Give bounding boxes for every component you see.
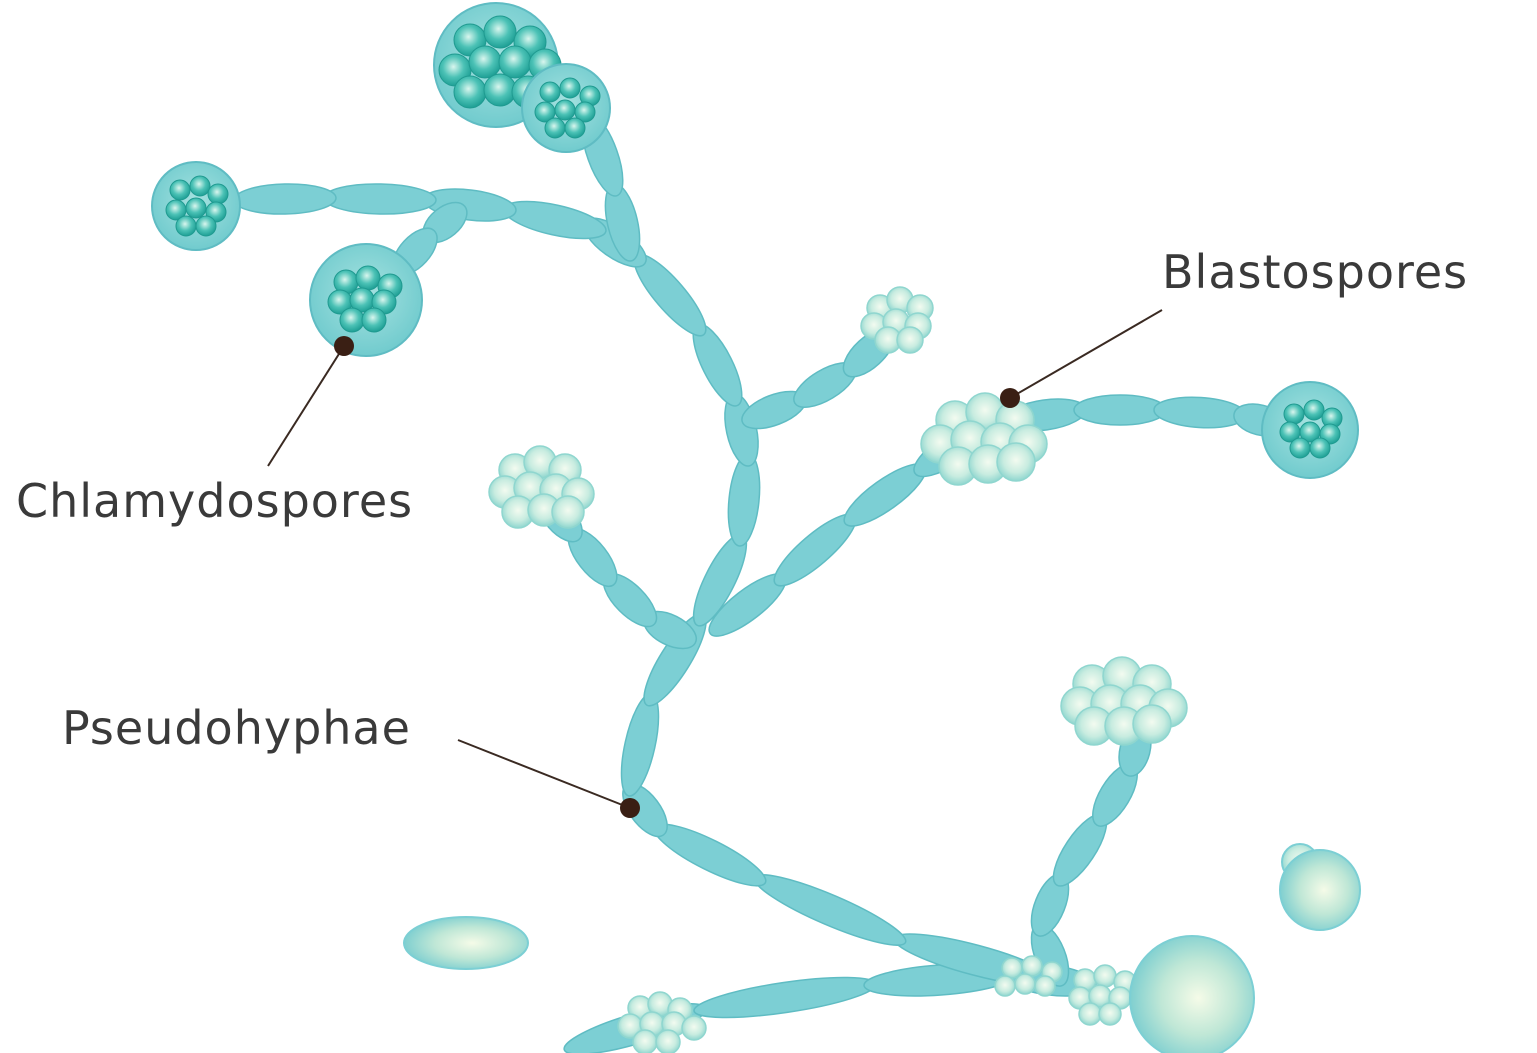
blastospores-pointer-line bbox=[1010, 310, 1162, 398]
blastospore-cell bbox=[552, 496, 584, 528]
chlamydospore-inner-body bbox=[560, 78, 580, 98]
blastospore-cell bbox=[1099, 1003, 1121, 1025]
hypha-segment bbox=[692, 969, 878, 1025]
chlamydospore-inner-body bbox=[356, 266, 380, 290]
chlamydospore-inner-body bbox=[1310, 438, 1330, 458]
blastospore-cell bbox=[656, 1030, 680, 1053]
chlamydospore-inner-body bbox=[484, 16, 516, 48]
blastospores-pointer-dot bbox=[1000, 388, 1020, 408]
chlamydospore bbox=[310, 244, 422, 356]
blastospore-cell bbox=[897, 327, 923, 353]
blastospore-cell bbox=[1133, 705, 1171, 743]
chlamydospore-inner-body bbox=[190, 176, 210, 196]
hypha-segment bbox=[501, 194, 609, 246]
chlamydospore-inner-body bbox=[176, 216, 196, 236]
free-ellipse-cell bbox=[404, 917, 528, 969]
hypha-segment bbox=[614, 691, 666, 799]
chlamydospore bbox=[152, 162, 240, 250]
chlamydospore-inner-body bbox=[196, 216, 216, 236]
chlamydospore-inner-body bbox=[362, 308, 386, 332]
chlamydospore-inner-body bbox=[340, 308, 364, 332]
chlamydospore-inner-body bbox=[1290, 438, 1310, 458]
chlamydospore-inner-body bbox=[484, 74, 516, 106]
chlamydospores-pointer-dot bbox=[334, 336, 354, 356]
pseudohyphae-label: Pseudohyphae bbox=[62, 701, 411, 755]
blastospore-cluster bbox=[921, 393, 1047, 485]
blastospore-cell bbox=[995, 976, 1015, 996]
chlamydospore-inner-body bbox=[555, 100, 575, 120]
hypha-segment bbox=[234, 183, 337, 215]
pseudohyphae-pointer-dot bbox=[620, 798, 640, 818]
chlamydospore-inner-body bbox=[1304, 400, 1324, 420]
blastospore-cell bbox=[997, 443, 1035, 481]
pseudohyphae-pointer-line bbox=[458, 740, 630, 808]
chlamydospores-label: Chlamydospores bbox=[16, 474, 413, 528]
blastospore-cell bbox=[1022, 956, 1042, 976]
chlamydospore-inner-body bbox=[170, 180, 190, 200]
chlamydospore-inner-body bbox=[1284, 404, 1304, 424]
chlamydospore bbox=[1262, 382, 1358, 478]
chlamydospore-inner-body bbox=[540, 82, 560, 102]
chlamydospore-inner-body bbox=[208, 184, 228, 204]
hypha-segment bbox=[1153, 395, 1247, 431]
chlamydospore-inner-body bbox=[469, 46, 501, 78]
chlamydospore-inner-body bbox=[454, 76, 486, 108]
budding-cell-large bbox=[1280, 850, 1360, 930]
hypha-segment bbox=[749, 864, 912, 956]
blastospore-cell bbox=[633, 1030, 657, 1053]
blastospore-cluster bbox=[489, 446, 594, 528]
hypha-segment bbox=[724, 453, 763, 548]
blastospore-cluster bbox=[1061, 657, 1187, 745]
blastospore-cell bbox=[1002, 958, 1022, 978]
blastospore-cluster bbox=[1069, 965, 1136, 1025]
hypha-segment bbox=[1074, 395, 1166, 425]
chlamydospore-inner-body bbox=[545, 118, 565, 138]
blastospore-cell bbox=[1015, 974, 1035, 994]
blastospore-cell bbox=[682, 1016, 706, 1040]
blastospore-cell bbox=[1035, 976, 1055, 996]
blastospore-cell bbox=[1094, 965, 1116, 987]
chlamydospores-pointer-line bbox=[268, 346, 344, 466]
chlamydospore bbox=[522, 64, 610, 152]
blastospore-cell bbox=[1079, 1003, 1101, 1025]
free-cells bbox=[404, 844, 1360, 1053]
chlamydospore-inner-body bbox=[565, 118, 585, 138]
blastospores-label: Blastospores bbox=[1162, 245, 1468, 299]
chlamydospore-inner-body bbox=[186, 198, 206, 218]
hypha-segment bbox=[324, 183, 437, 215]
blastospore-cluster bbox=[995, 956, 1062, 996]
chlamydospore-inner-body bbox=[499, 46, 531, 78]
large-round-cell bbox=[1130, 936, 1254, 1053]
